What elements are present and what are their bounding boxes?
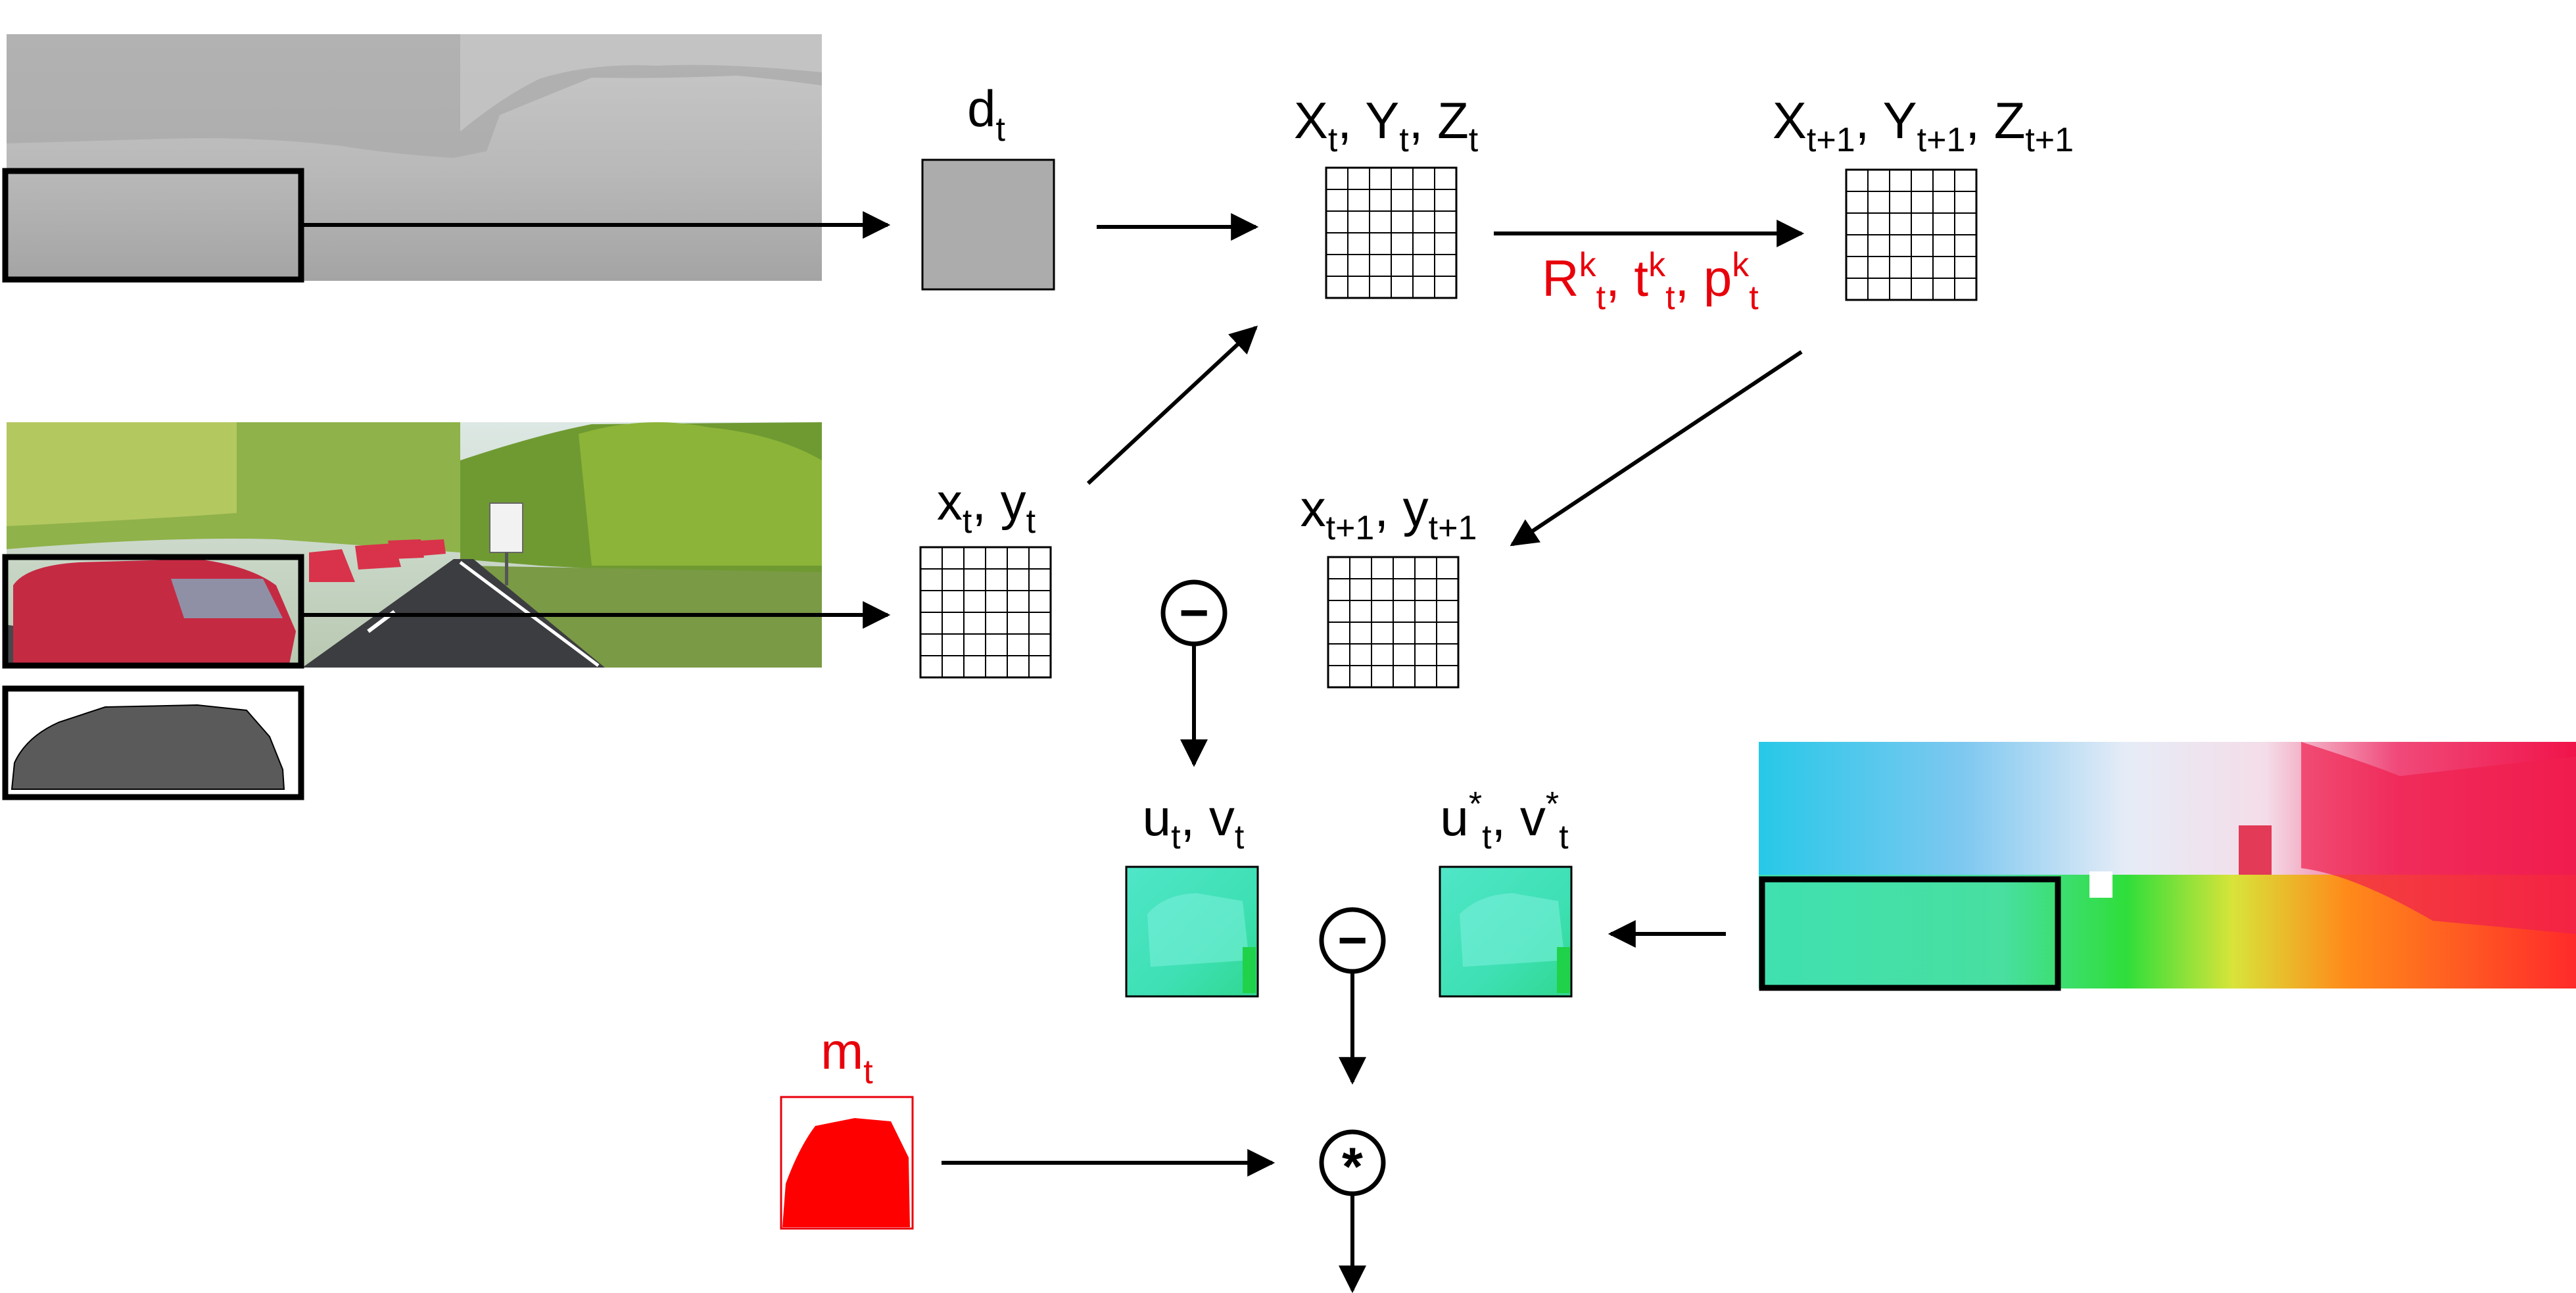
coordinate-grid-pixels-t bbox=[919, 546, 1052, 679]
label-flow-gt-0-sup: * bbox=[1469, 785, 1482, 823]
coordinate-grid-world-t1 bbox=[1845, 168, 1978, 301]
label-motion-1-sub: t bbox=[1665, 279, 1675, 317]
label-world-t1-1-base: Y bbox=[1883, 91, 1917, 149]
depth-crop-box bbox=[2, 168, 304, 283]
coordinate-grid-world-t bbox=[1325, 166, 1458, 299]
label-mask-base: m bbox=[821, 1022, 863, 1080]
label-pix-t1-0-sub: t+1 bbox=[1326, 509, 1375, 547]
label-flow-gt-1-sup: * bbox=[1546, 785, 1559, 823]
label-world-t1-2-base: Z bbox=[1994, 91, 2026, 149]
label-pix-t1-0-sep: , bbox=[1374, 479, 1402, 537]
label-flow-gt-0-sep: , bbox=[1492, 789, 1520, 846]
label-flow-gt-0-base: u bbox=[1440, 789, 1468, 846]
label-pix-t-0-base: x bbox=[937, 473, 963, 531]
label-motion-params: Rkt, tkt, pkt bbox=[1542, 246, 1759, 317]
depth-map-image bbox=[7, 34, 822, 281]
label-motion-0-base: R bbox=[1542, 249, 1579, 307]
label-flow-gt-0-sub: t bbox=[1482, 818, 1492, 856]
label-flow-gt-1-base: v bbox=[1520, 789, 1546, 846]
mask-patch bbox=[780, 1096, 914, 1230]
label-pix-t1-0-base: x bbox=[1300, 479, 1326, 537]
label-world-t-2-base: Z bbox=[1437, 91, 1469, 149]
label-world-t-2-sub: t bbox=[1469, 121, 1479, 159]
label-mask-sub: t bbox=[863, 1053, 873, 1091]
label-pixels-t1: xt+1, yt+1 bbox=[1300, 479, 1477, 547]
label-motion-0-sup: k bbox=[1579, 246, 1597, 284]
label-flow-gt-1-sub: t bbox=[1559, 818, 1569, 856]
label-world-t1-0-sub: t+1 bbox=[1807, 121, 1855, 159]
label-world-t1-1-sub: t+1 bbox=[1917, 121, 1966, 159]
minus-operator-2: − bbox=[1319, 907, 1386, 974]
label-depth-base: d bbox=[967, 80, 995, 137]
label-world-t-0-sub: t bbox=[1328, 121, 1338, 159]
label-depth: dt bbox=[967, 80, 1005, 149]
label-motion-2-sup: k bbox=[1732, 246, 1750, 284]
car-silhouette-mask bbox=[2, 685, 304, 800]
label-pix-t1-1-base: y bbox=[1403, 479, 1429, 537]
label-flow-pred-0-sep: , bbox=[1181, 789, 1209, 846]
label-world-t1-1-sep: , bbox=[1965, 91, 1993, 149]
label-pix-t1-1-sub: t+1 bbox=[1429, 509, 1477, 547]
label-flow-pred-1-sub: t bbox=[1235, 818, 1245, 856]
label-world-t: Xt, Yt, Zt bbox=[1294, 91, 1479, 159]
label-world-t1-0-base: X bbox=[1773, 91, 1807, 149]
label-pix-t-1-base: y bbox=[1001, 473, 1026, 531]
street-scene-image bbox=[7, 422, 822, 668]
label-flow-pred-1-base: v bbox=[1209, 789, 1235, 846]
label-motion-0-sub: t bbox=[1596, 279, 1606, 317]
label-pix-t-0-sep: , bbox=[972, 473, 1000, 531]
label-motion-1-sep: , bbox=[1675, 249, 1704, 307]
coordinate-grid-pixels-t1 bbox=[1327, 556, 1460, 689]
label-motion-1-base: t bbox=[1634, 249, 1648, 307]
label-world-t-1-sep: , bbox=[1409, 91, 1437, 149]
label-world-t1-0-sep: , bbox=[1855, 91, 1883, 149]
label-world-t-1-sub: t bbox=[1399, 121, 1409, 159]
label-world-t1: Xt+1, Yt+1, Zt+1 bbox=[1773, 91, 2074, 159]
label-mask: mt bbox=[821, 1022, 873, 1091]
label-world-t-0-sep: , bbox=[1337, 91, 1365, 149]
optical-flow-image bbox=[1759, 742, 2576, 988]
arrow-world-to-projection bbox=[1510, 350, 1803, 547]
depth-patch bbox=[921, 159, 1055, 291]
label-motion-0-sep: , bbox=[1606, 249, 1634, 307]
label-world-t-1-base: Y bbox=[1365, 91, 1399, 149]
label-world-t1-2-sub: t+1 bbox=[2025, 121, 2074, 159]
multiply-operator-symbol: * bbox=[1342, 1137, 1363, 1197]
label-pixels-t: xt, yt bbox=[937, 473, 1036, 541]
label-pix-t-1-sub: t bbox=[1026, 502, 1036, 541]
label-flow-pred: ut, vt bbox=[1143, 789, 1245, 856]
label-flow-gt: u*t, v*t bbox=[1440, 785, 1569, 856]
minus-operator-2-symbol: − bbox=[1337, 911, 1368, 969]
label-flow-pred-0-base: u bbox=[1143, 789, 1171, 846]
minus-operator-1: − bbox=[1160, 579, 1228, 646]
flow-crop-box bbox=[1759, 876, 2061, 991]
arrow-pixels-to-world bbox=[1086, 326, 1258, 485]
label-motion-1-sup: k bbox=[1648, 246, 1666, 284]
label-motion-2-base: p bbox=[1704, 249, 1732, 307]
rgb-crop-box bbox=[2, 554, 304, 669]
predicted-flow-patch bbox=[1125, 866, 1259, 998]
minus-operator-1-symbol: − bbox=[1179, 583, 1209, 641]
label-motion-2-sub: t bbox=[1749, 279, 1759, 317]
ground-truth-flow-patch bbox=[1439, 866, 1573, 998]
multiply-operator: * bbox=[1319, 1129, 1386, 1197]
label-pix-t-0-sub: t bbox=[963, 502, 972, 541]
label-depth-sub: t bbox=[995, 110, 1005, 149]
label-flow-pred-0-sub: t bbox=[1171, 818, 1181, 856]
label-world-t-0-base: X bbox=[1294, 91, 1328, 149]
